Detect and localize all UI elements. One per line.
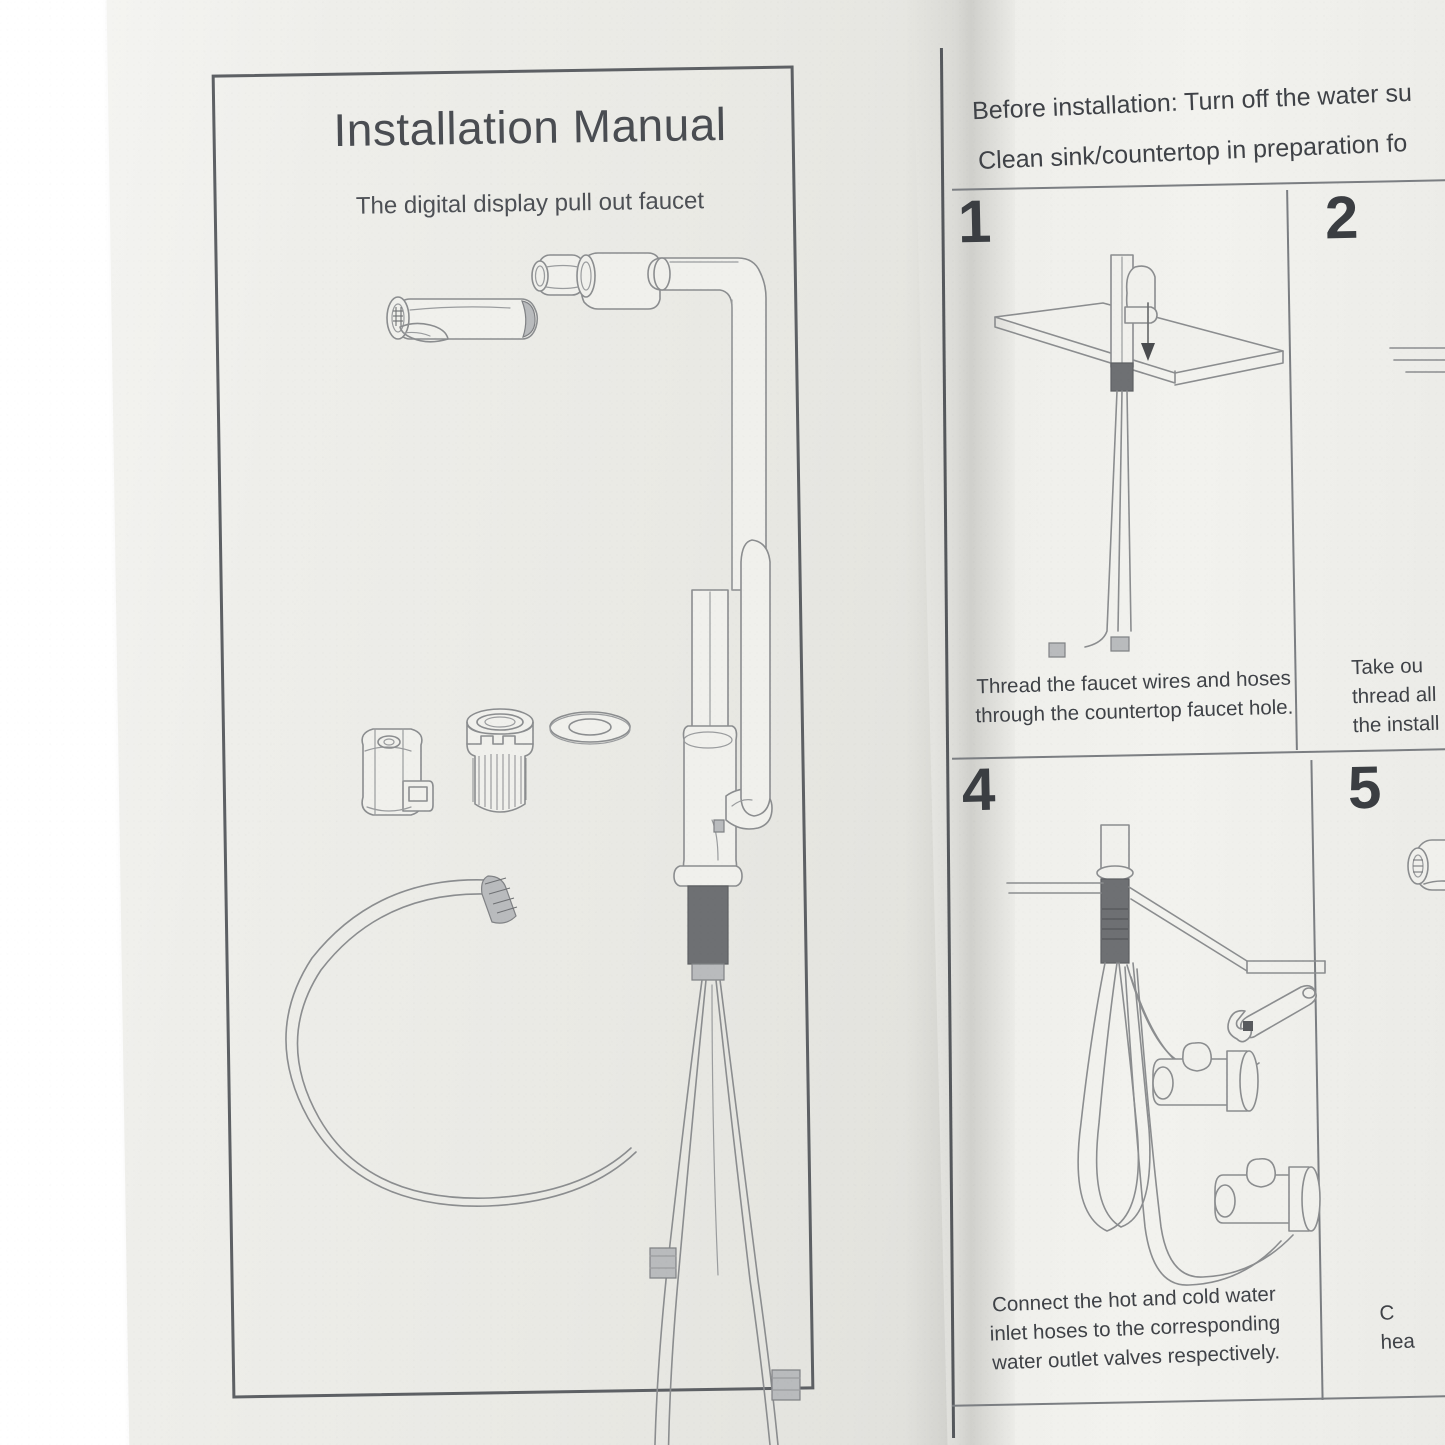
power-adapter-illustration xyxy=(361,728,434,816)
step-4-illustration xyxy=(1006,824,1326,1286)
step-2-caption: Take ou thread all the install xyxy=(1351,647,1445,741)
step-1-caption: Thread the faucet wires and hoses throug… xyxy=(959,663,1308,731)
step-2-illustration xyxy=(1389,347,1445,373)
step-2-caption-line-2: thread all xyxy=(1351,682,1437,709)
rubber-washer-illustration xyxy=(549,711,631,745)
step-4-caption: Connect the hot and cold water inlet hos… xyxy=(953,1278,1316,1379)
pullout-outlet-illustration xyxy=(531,252,661,310)
step-2-caption-line-1: Take ou xyxy=(1350,654,1424,680)
step-1-illustration xyxy=(994,254,1284,658)
step-number-5: 5 xyxy=(1347,753,1383,822)
spray-head-illustration xyxy=(386,296,539,343)
step-number-2: 2 xyxy=(1324,183,1360,252)
step-5-caption: C hea xyxy=(1379,1291,1445,1357)
step-2-caption-line-3: the install xyxy=(1352,712,1440,738)
faucet-body-illustration xyxy=(647,257,801,1445)
step-5-illustration xyxy=(1407,839,1445,891)
mounting-nut-illustration xyxy=(466,708,534,813)
step-number-4: 4 xyxy=(961,755,997,824)
page-title: Installation Manual xyxy=(333,97,727,157)
step-number-1: 1 xyxy=(957,187,993,256)
coiled-hose-illustration xyxy=(285,875,637,1207)
